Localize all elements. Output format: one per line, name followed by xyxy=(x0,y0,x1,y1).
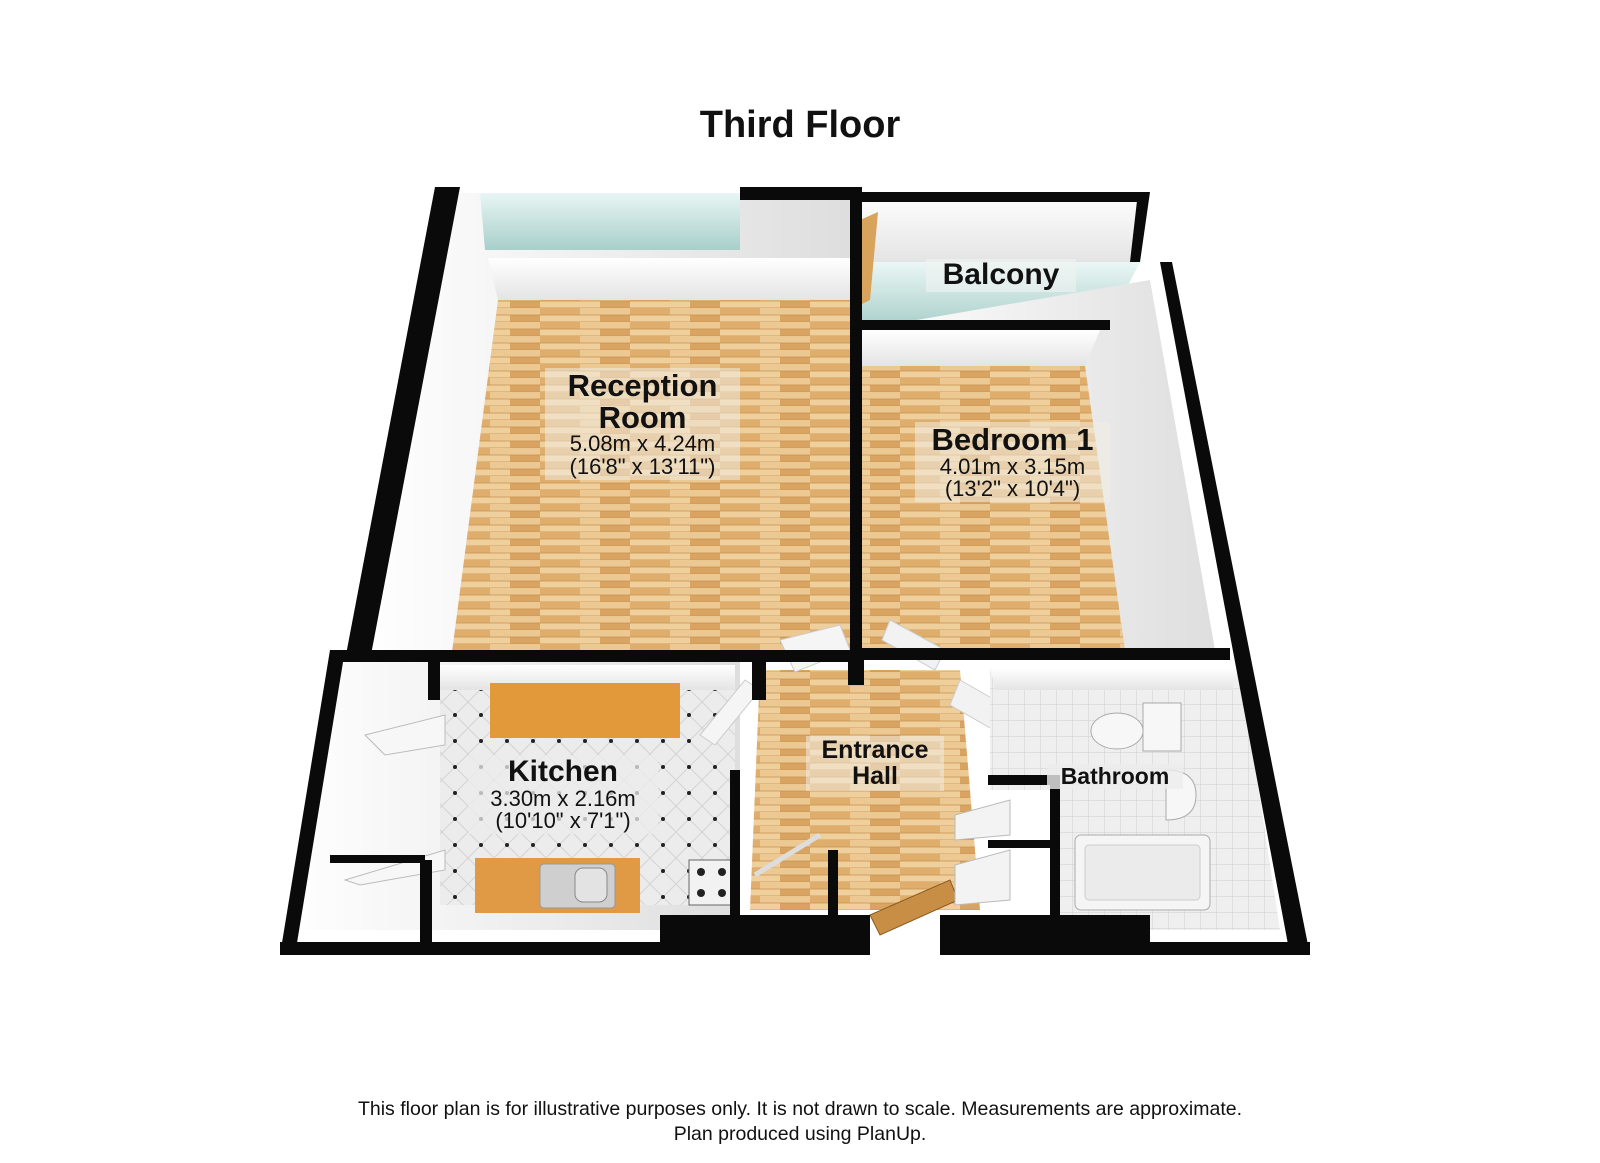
storage-door-2[interactable] xyxy=(954,849,1011,906)
disclaimer-line-1: This floor plan is for illustrative purp… xyxy=(357,1098,1243,1120)
disclaimer: This floor plan is for illustrative purp… xyxy=(0,1097,1600,1147)
hob-icon xyxy=(688,859,735,906)
bathroom-area xyxy=(990,668,1280,930)
floor-title: Third Floor xyxy=(699,104,901,146)
walls xyxy=(280,187,1310,955)
room-label-entrance-hall: Entrance Hall xyxy=(806,736,944,791)
room-label-bedroom-1: Bedroom 1 4.01m x 3.15m (13'2" x 10'4") xyxy=(915,422,1110,503)
cupboard-door-hall[interactable] xyxy=(753,832,822,878)
room-label-kitchen: Kitchen 3.30m x 2.16m (10'10" x 7'1") xyxy=(468,755,658,835)
cupboard-door-upper[interactable] xyxy=(364,714,446,756)
room-label-balcony: Balcony xyxy=(926,259,1076,292)
toilet-icon xyxy=(1090,712,1144,750)
room-label-bathroom: Bathroom xyxy=(1047,764,1183,790)
storage-door-1[interactable] xyxy=(954,799,1011,841)
kitchen-wall-cabinet xyxy=(490,683,680,738)
room-label-reception: Reception Room 5.08m x 4.24m (16'8" x 13… xyxy=(545,368,740,481)
disclaimer-line-2: Plan produced using PlanUp. xyxy=(673,1123,927,1145)
